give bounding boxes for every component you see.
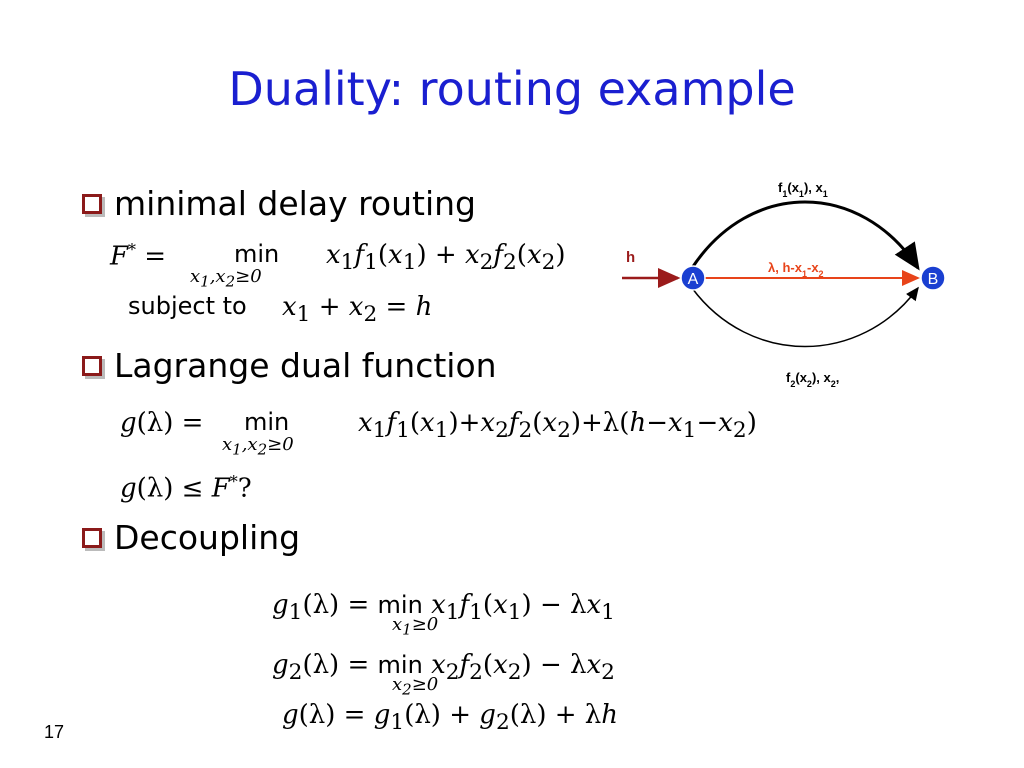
bullet-minimal-delay: minimal delay routing [82,184,476,223]
bullet-box-icon [82,193,102,214]
primal-objective-expr: x1f1(x1) + x2f2(x2) [326,240,566,276]
top-edge-label: f1(x1), x1 [778,180,828,199]
primal-min: min [234,240,280,268]
primal-objective: F* = [110,240,167,272]
bullet-lagrange-dual: Lagrange dual function [82,346,497,385]
dual-objective-expr: x1f1(x1)+x2f2(x2)+λ(h−x1−x2) [358,408,757,444]
g2-equation: g2(λ) = min x2f2(x2) − λx2 [272,650,615,686]
page-number: 17 [44,722,65,742]
g1-min-subscript: x1≥0 [392,614,439,639]
node-a: A [680,265,706,291]
node-b-label: B [928,271,939,288]
constraint: x1 + x2 = h [282,292,433,328]
g1-equation: g1(λ) = min x1f1(x1) − λx1 [272,590,615,626]
bullet-text: Lagrange dual function [114,346,497,385]
weak-duality-bound: g(λ) ≤ F*? [120,472,252,504]
dual-min-subscript: x1,x2≥0 [222,434,294,459]
node-a-label: A [688,271,699,288]
input-label: h [626,249,635,266]
bullet-box-icon [82,355,102,376]
routing-network-diagram: h A B f1(x1), x1 λ, h-x1-x2 f2(x2), x2, [622,180,946,389]
bottom-edge-label: f2(x2), x2, [786,370,839,389]
node-b: B [920,265,946,291]
primal-min-subscript: x1,x2≥0 [190,266,262,291]
dual-lhs: g(λ) = [120,408,204,438]
bullet-text: Decoupling [114,518,301,557]
middle-edge-label: λ, h-x1-x2 [768,260,824,279]
bottom-edge [691,286,919,348]
slide-title: Duality: routing example [228,62,796,116]
g2-min-subscript: x2≥0 [392,674,439,699]
dual-min: min [244,408,290,436]
bullet-box-icon [82,527,102,548]
top-edge [690,200,920,271]
bullet-decoupling: Decoupling [82,518,300,557]
subject-to-label: subject to [128,292,247,320]
bullet-text: minimal delay routing [114,184,477,223]
dual-sum-equation: g(λ) = g1(λ) + g2(λ) + λh [282,700,619,736]
